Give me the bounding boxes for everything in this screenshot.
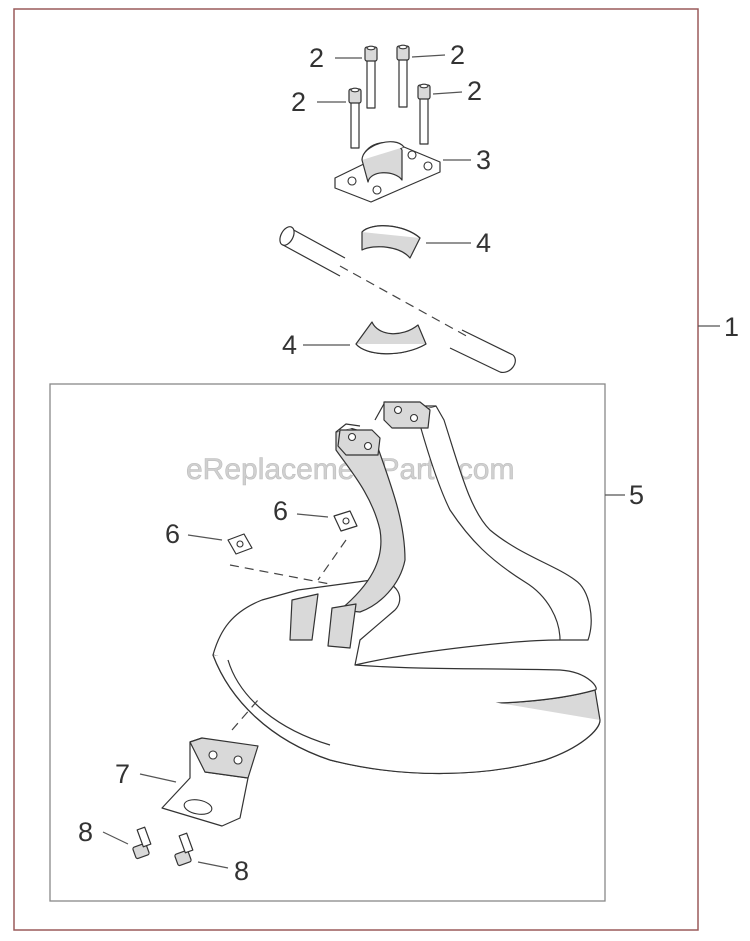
callout-2c: 2 [291, 87, 306, 117]
callout-8b: 8 [234, 856, 249, 886]
callout-2a: 2 [309, 43, 324, 73]
bolt-part-2a[interactable] [364, 45, 378, 109]
callout-5: 5 [629, 480, 644, 510]
bracket-bolt-part-8a[interactable] [132, 826, 152, 860]
bolt-part-2b[interactable] [396, 44, 410, 108]
blade-guard-part-5[interactable] [212, 401, 601, 775]
bolt-part-2c[interactable] [348, 87, 362, 149]
guard-bracket-part-7[interactable] [161, 737, 259, 827]
bolt-part-2d[interactable] [417, 83, 431, 145]
callout-2d: 2 [467, 76, 482, 106]
callout-1: 1 [724, 312, 739, 342]
clamp-part-3[interactable] [334, 141, 441, 203]
callout-6a: 6 [165, 519, 180, 549]
callout-2b: 2 [450, 40, 465, 70]
callout-4a: 4 [476, 228, 491, 258]
clamp-insert-part-4b[interactable] [355, 321, 427, 355]
inner-frame [49, 383, 606, 902]
square-nut-part-6b[interactable] [333, 510, 358, 532]
callout-7: 7 [115, 759, 130, 789]
callout-8a: 8 [78, 817, 93, 847]
clamp-insert-part-4a[interactable] [361, 225, 421, 259]
bracket-bolt-part-8b[interactable] [174, 832, 194, 867]
outer-frame [13, 8, 699, 931]
square-nut-part-6a[interactable] [227, 533, 253, 555]
callout-3: 3 [476, 145, 491, 175]
callout-6b: 6 [273, 496, 288, 526]
callout-4b: 4 [282, 330, 297, 360]
shaft-tube [279, 226, 516, 374]
